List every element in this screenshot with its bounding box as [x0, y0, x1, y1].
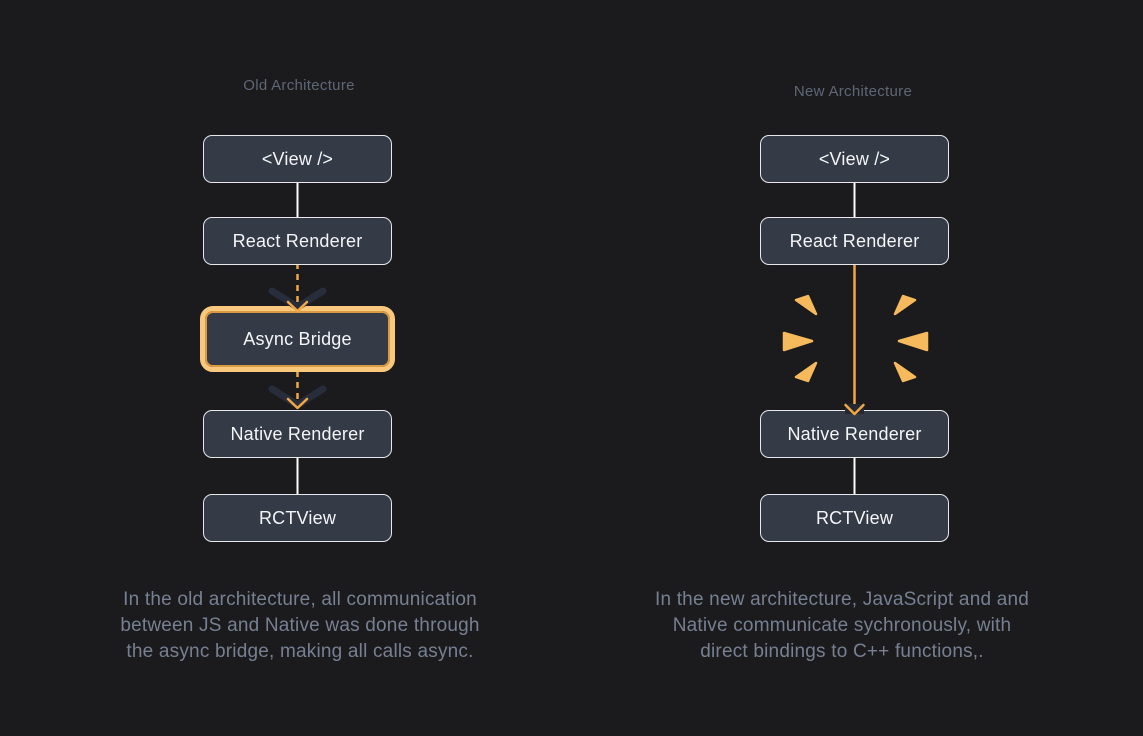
- new-caption-line-1: In the new architecture, JavaScript and …: [654, 589, 1030, 610]
- new-node-rctview-label: RCTView: [815, 507, 894, 528]
- new-node-view: <View />: [760, 135, 949, 183]
- new-caption-line-3: direct bindings to C++ functions,.: [700, 641, 984, 662]
- old-caption-line-2: between JS and Native was done through: [120, 615, 480, 636]
- new-node-native-renderer: Native Renderer: [760, 410, 949, 458]
- spark-left-middle-icon: [782, 331, 814, 352]
- old-node-react-renderer-label: React Renderer: [232, 230, 363, 251]
- spark-burst-icon: [782, 294, 929, 383]
- new-node-rctview: RCTView: [760, 494, 949, 542]
- old-caption-line-1: In the old architecture, all communicati…: [123, 589, 477, 610]
- new-node-react-renderer: React Renderer: [760, 217, 949, 265]
- old-caption-line-3: the async bridge, making all calls async…: [126, 641, 474, 662]
- old-node-native-renderer: Native Renderer: [203, 410, 392, 458]
- old-node-native-renderer-label: Native Renderer: [230, 423, 365, 444]
- old-architecture-caption: In the old architecture, all communicati…: [60, 587, 540, 665]
- new-caption-line-2: Native communicate sychronously, with: [672, 615, 1012, 636]
- old-dark-chevron-2-icon: [268, 385, 327, 409]
- new-architecture-title: New Architecture: [793, 83, 913, 100]
- old-node-view-label: <View />: [261, 148, 334, 169]
- spark-left-top-icon: [794, 294, 818, 316]
- spark-left-bottom-icon: [794, 361, 818, 383]
- old-node-view: <View />: [203, 135, 392, 183]
- old-node-rctview: RCTView: [203, 494, 392, 542]
- new-node-view-label: <View />: [818, 148, 891, 169]
- spark-right-bottom-icon: [893, 361, 917, 383]
- old-node-async-bridge-highlight-ring: Async Bridge: [200, 306, 395, 372]
- new-node-react-renderer-label: React Renderer: [789, 230, 920, 251]
- spark-right-top-icon: [893, 294, 917, 316]
- old-architecture-title: Old Architecture: [243, 77, 355, 94]
- old-node-async-bridge: Async Bridge: [205, 311, 390, 367]
- old-node-rctview-label: RCTView: [258, 507, 337, 528]
- old-arrowhead-2-icon: [286, 397, 309, 410]
- new-node-native-renderer-label: Native Renderer: [787, 423, 922, 444]
- new-architecture-caption: In the new architecture, JavaScript and …: [602, 587, 1082, 665]
- spark-right-middle-icon: [897, 331, 929, 352]
- old-dark-chevron-1-icon: [268, 287, 327, 311]
- old-node-react-renderer: React Renderer: [203, 217, 392, 265]
- old-node-async-bridge-label: Async Bridge: [243, 328, 352, 349]
